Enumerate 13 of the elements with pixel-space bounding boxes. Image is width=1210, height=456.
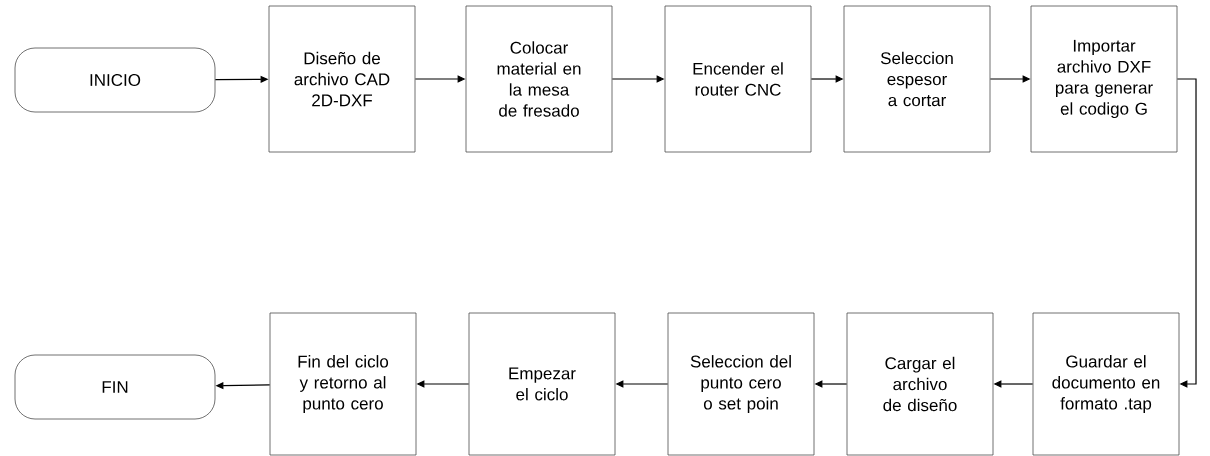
process-box: Seleccion espesor a cortar: [843, 5, 991, 153]
process-box: Importar archivo DXF para generar el codigo G: [1030, 5, 1178, 153]
arrow: [1176, 78, 1197, 388]
process-box: Empezar el ciclo: [468, 312, 616, 456]
process-box: Cargar el archivo de diseño: [846, 312, 994, 456]
process-box: Colocar material en la mesa de fresado: [465, 5, 613, 153]
process-box: Diseño de archivo CAD 2D-DXF: [268, 5, 416, 153]
terminal-box: FIN: [14, 354, 216, 420]
process-box: Fin del ciclo y retorno al punto cero: [269, 312, 417, 456]
terminal-box: INICIO: [14, 47, 216, 113]
process-box: Seleccion del punto cero o set poin: [667, 312, 815, 456]
process-box: Guardar el documento en formato .tap: [1032, 312, 1180, 456]
process-box: Encender el router CNC: [664, 5, 812, 153]
